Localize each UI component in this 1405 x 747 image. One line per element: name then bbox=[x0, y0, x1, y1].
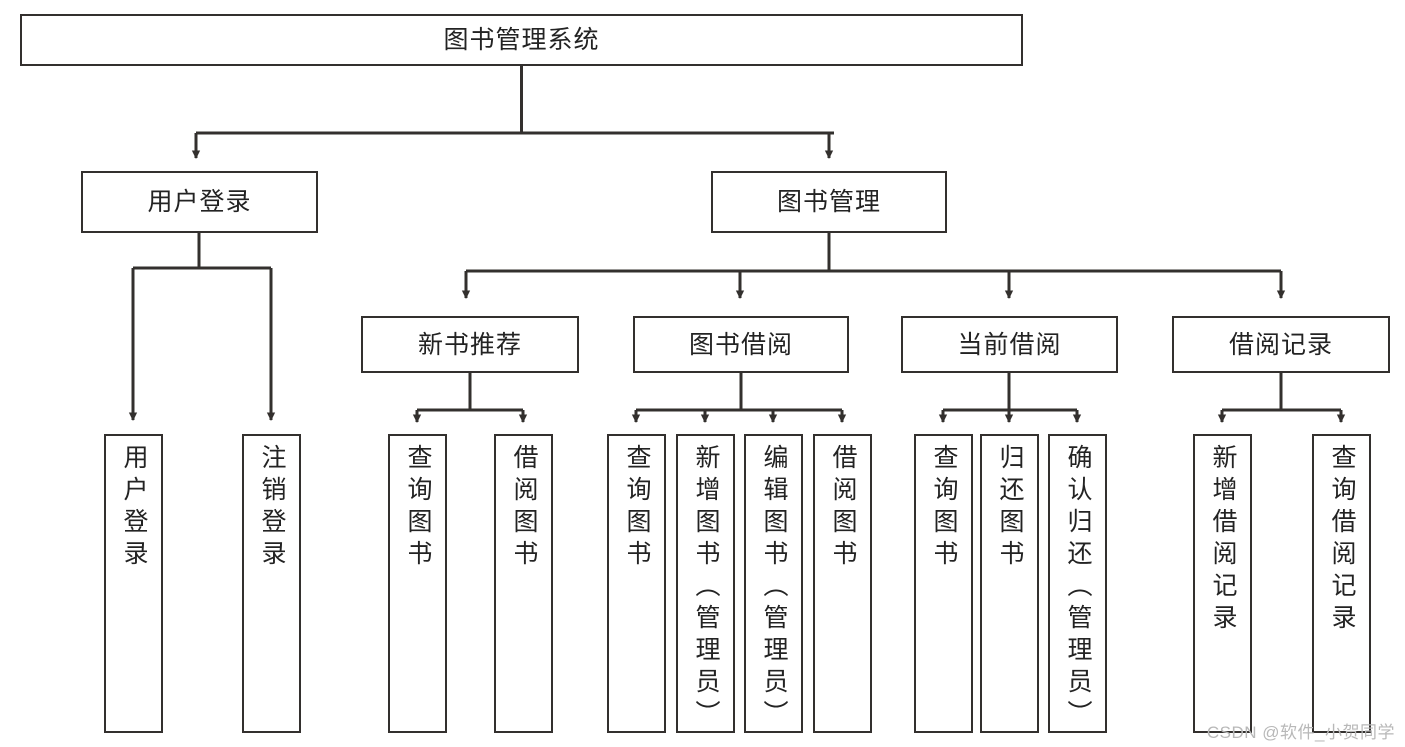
node-leaf-borrow-book-2-label: 借阅图书 bbox=[829, 444, 857, 572]
node-new-book-rec[interactable]: 新书推荐 bbox=[361, 316, 579, 373]
node-leaf-edit-book-label: 编辑图书（管理员） bbox=[760, 444, 788, 732]
csdn-watermark: CSDN @软件_小贺同学 bbox=[1206, 723, 1395, 742]
node-leaf-add-record-label: 新增借阅记录 bbox=[1209, 444, 1237, 636]
node-leaf-return-book-label: 归还图书 bbox=[996, 444, 1024, 572]
node-root[interactable]: 图书管理系统 bbox=[20, 14, 1023, 66]
node-current-borrow[interactable]: 当前借阅 bbox=[901, 316, 1118, 373]
node-leaf-borrow-book-2[interactable]: 借阅图书 bbox=[813, 434, 872, 733]
node-leaf-add-book[interactable]: 新增图书（管理员） bbox=[676, 434, 735, 733]
node-leaf-confirm-return[interactable]: 确认归还（管理员） bbox=[1048, 434, 1107, 733]
node-book-manage-label: 图书管理 bbox=[776, 188, 881, 216]
node-leaf-logout[interactable]: 注销登录 bbox=[242, 434, 301, 733]
node-book-borrow-label: 图书借阅 bbox=[688, 330, 793, 359]
node-leaf-add-book-label: 新增图书（管理员） bbox=[692, 444, 720, 732]
node-leaf-user-login-label: 用户登录 bbox=[120, 444, 148, 572]
node-current-borrow-label: 当前借阅 bbox=[957, 330, 1062, 359]
node-user-login[interactable]: 用户登录 bbox=[81, 171, 318, 233]
node-leaf-query-record[interactable]: 查询借阅记录 bbox=[1312, 434, 1371, 733]
node-leaf-borrow-book-1[interactable]: 借阅图书 bbox=[494, 434, 553, 733]
node-leaf-query-book-1-label: 查询图书 bbox=[404, 444, 432, 572]
node-leaf-logout-label: 注销登录 bbox=[258, 444, 286, 572]
node-leaf-return-book[interactable]: 归还图书 bbox=[980, 434, 1039, 733]
node-leaf-query-book-2[interactable]: 查询图书 bbox=[607, 434, 666, 733]
node-leaf-add-record[interactable]: 新增借阅记录 bbox=[1193, 434, 1252, 733]
node-leaf-query-book-2-label: 查询图书 bbox=[623, 444, 651, 572]
node-borrow-record-label: 借阅记录 bbox=[1228, 330, 1333, 359]
node-leaf-edit-book[interactable]: 编辑图书（管理员） bbox=[744, 434, 803, 733]
node-book-manage[interactable]: 图书管理 bbox=[711, 171, 947, 233]
node-new-book-rec-label: 新书推荐 bbox=[417, 330, 522, 359]
node-borrow-record[interactable]: 借阅记录 bbox=[1172, 316, 1390, 373]
node-book-borrow[interactable]: 图书借阅 bbox=[633, 316, 849, 373]
node-leaf-query-record-label: 查询借阅记录 bbox=[1328, 444, 1356, 636]
node-leaf-user-login[interactable]: 用户登录 bbox=[104, 434, 163, 733]
node-leaf-query-book-1[interactable]: 查询图书 bbox=[388, 434, 447, 733]
node-leaf-confirm-return-label: 确认归还（管理员） bbox=[1064, 444, 1092, 732]
node-user-login-label: 用户登录 bbox=[147, 188, 252, 216]
node-leaf-query-book-3-label: 查询图书 bbox=[930, 444, 958, 572]
node-leaf-query-book-3[interactable]: 查询图书 bbox=[914, 434, 973, 733]
node-root-label: 图书管理系统 bbox=[443, 26, 600, 54]
node-leaf-borrow-book-1-label: 借阅图书 bbox=[510, 444, 538, 572]
